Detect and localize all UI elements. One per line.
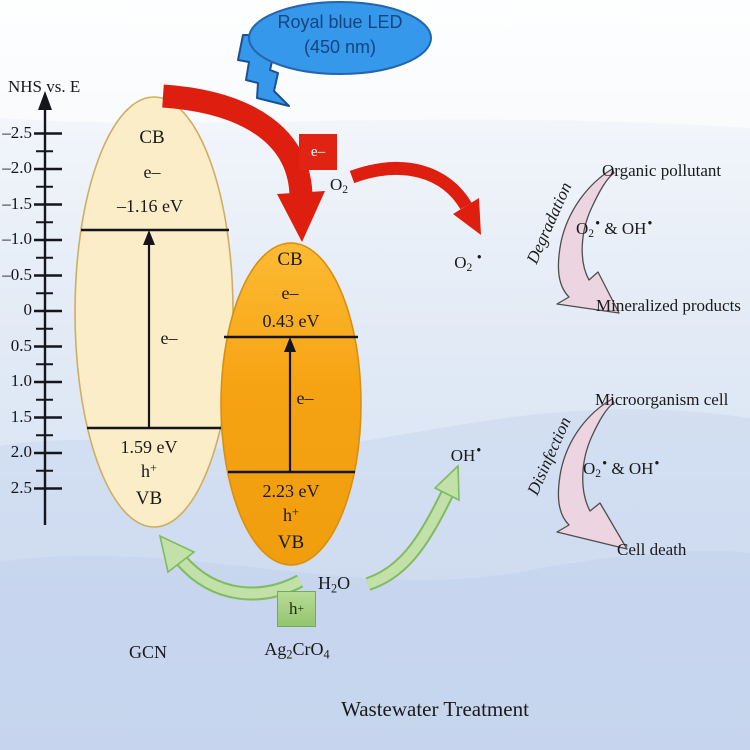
axis-tick-label: 2.0 xyxy=(10,442,32,461)
gcn-bandgap-arrowhead xyxy=(143,230,155,245)
acr-bandgap-arrowhead xyxy=(284,337,296,352)
electron-box: e– xyxy=(299,134,337,170)
hole-box: h+ xyxy=(277,591,316,627)
o2-label: O2 xyxy=(329,175,349,197)
green-oh-arrow xyxy=(366,491,452,589)
axis-title: NHS vs. E xyxy=(8,77,81,96)
gcn-vb-label: VB xyxy=(135,488,163,509)
figure-caption: Wastewater Treatment xyxy=(341,697,529,721)
red-o2-arrowhead xyxy=(453,198,481,235)
axis-tick-label: –1.5 xyxy=(2,193,32,213)
acr-hole-label: h+ xyxy=(283,504,299,525)
acr-bandgap-electron-label: e– xyxy=(296,388,314,408)
h2o-label: H2O xyxy=(318,573,351,596)
disinfection-radicals-label: O2• & OH• xyxy=(583,455,660,481)
gcn-cb-label: CB xyxy=(139,127,165,148)
led-label-line2: (450 nm) xyxy=(303,37,377,57)
acr-vb-label: VB xyxy=(277,532,305,553)
background-wave-bottom xyxy=(0,550,750,750)
degradation-radicals-label: O2• & OH• xyxy=(576,215,653,241)
axis-tick-label: 1.0 xyxy=(10,371,32,390)
red-electron-transfer-arrowhead xyxy=(277,191,325,242)
axis-tick-label: 0.5 xyxy=(10,335,32,355)
axis-tick-label: –2.5 xyxy=(2,122,32,142)
axis-arrowhead xyxy=(38,91,52,110)
agcro4-name: Ag2CrO4 xyxy=(264,639,330,662)
oh-radical-label: OH• xyxy=(450,442,482,465)
axis-tick-label: –0.5 xyxy=(2,264,32,284)
gcn-vb-potential: 1.59 eV xyxy=(120,437,178,457)
led-cloud xyxy=(248,1,432,75)
axis-tick-label: –1.0 xyxy=(2,229,32,248)
microorganism-cell-label: Microorganism cell xyxy=(595,390,729,409)
gcn-bandgap-electron-label: e– xyxy=(160,328,178,348)
axis-tick-label: 2.5 xyxy=(10,477,32,497)
gcn-hole-label: h+ xyxy=(141,460,157,481)
acr-cb-potential: 0.43 eV xyxy=(262,311,320,331)
green-hole-transfer-arrowhead xyxy=(158,534,196,574)
red-o2-arrow xyxy=(349,162,472,210)
gcn-name: GCN xyxy=(128,642,168,662)
axis-tick-label: –2.0 xyxy=(2,158,32,177)
degradation-ribbon-arrow xyxy=(556,168,620,314)
acr-cb-label: CB xyxy=(277,249,303,270)
green-hole-transfer-arrow xyxy=(177,556,303,599)
organic-pollutant-label: Organic pollutant xyxy=(602,161,722,180)
led-label-line1: Royal blue LED xyxy=(277,12,403,32)
acr-vb-potential: 2.23 eV xyxy=(262,481,320,501)
green-oh-arrowhead xyxy=(433,464,460,502)
acr-electron-label: e– xyxy=(281,283,299,303)
axis-tick-label: 0 xyxy=(23,300,33,319)
o2-radical-label: O2 • xyxy=(454,249,482,275)
mineralized-products-label: Mineralized products xyxy=(596,296,741,315)
gcn-cb-potential: –1.16 eV xyxy=(117,196,183,216)
axis-tick-label: 1.5 xyxy=(10,406,32,426)
cell-death-label: Cell death xyxy=(617,540,687,559)
red-electron-transfer-arrow xyxy=(162,84,313,199)
disinfection-ribbon-arrow xyxy=(556,398,628,550)
gcn-electron-label: e– xyxy=(143,162,161,182)
